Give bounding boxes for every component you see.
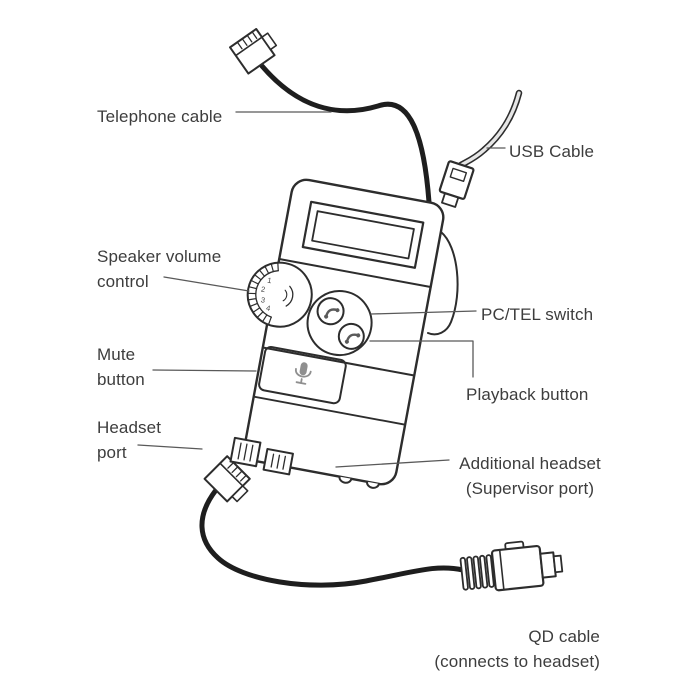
pc-tel-switch-control <box>306 290 373 357</box>
leader-headset-port <box>137 444 203 450</box>
dial-marking: 4 <box>265 303 271 313</box>
label-telephone-cable: Telephone cable <box>97 107 223 126</box>
leader-speaker-volume <box>163 276 250 292</box>
label-usb-cable: USB Cable <box>509 142 594 161</box>
label-playback-button: Playback button <box>466 385 589 404</box>
label-line: control <box>97 272 149 291</box>
label-line: port <box>97 443 127 462</box>
device-foot <box>338 475 353 484</box>
label-line: (connects to headset) <box>434 652 600 671</box>
leader-additional-headset <box>335 459 450 468</box>
device-body-group: 1 2 3 4 <box>229 178 445 489</box>
telephone-cable-plug <box>229 23 282 75</box>
label-line: Additional headset <box>459 454 601 473</box>
qd-connector <box>459 540 564 592</box>
label-line: button <box>97 370 145 389</box>
device-foot <box>366 480 380 489</box>
leader-pc-tel-switch <box>370 310 477 315</box>
label-mute-button: Mute button <box>97 342 145 392</box>
side-clip <box>427 231 459 336</box>
handset-icon <box>324 308 340 319</box>
label-headset-port: Headset port <box>97 415 161 465</box>
label-speaker-volume-control: Speaker volume control <box>97 244 221 294</box>
leader-playback-button <box>369 340 474 378</box>
label-additional-headset: Additional headset (Supervisor port) <box>446 451 614 501</box>
label-pc-tel-switch: PC/TEL switch <box>481 305 594 324</box>
label-line: Headset <box>97 418 162 437</box>
lcd-display-inner <box>311 210 415 260</box>
dial-marking: 1 <box>267 276 273 286</box>
headset-port-jacks <box>229 436 294 476</box>
dial-marking: 2 <box>260 284 266 294</box>
label-qd-cable: QD cable (connects to headset) <box>434 624 600 674</box>
volume-dial-wheel <box>246 261 313 328</box>
leader-lines <box>137 111 506 468</box>
panel-lower-edge <box>252 395 407 426</box>
volume-dial-ridges <box>247 262 279 326</box>
lcd-display-outer <box>301 200 425 269</box>
usb-plug <box>438 160 475 208</box>
usb-cable-line-core <box>459 91 521 167</box>
control-panel-bottom-edge <box>261 346 416 377</box>
label-line: Mute <box>97 345 136 364</box>
leader-mute-button <box>152 369 257 372</box>
supervisor-port-jack-pins <box>270 453 286 470</box>
label-line: QD cable <box>528 627 600 646</box>
qd-cable-line <box>199 487 466 588</box>
headset-port-jack-pins <box>237 442 254 462</box>
qd-connector-cap <box>552 554 564 574</box>
dial-marking: 3 <box>260 295 266 305</box>
volume-dial-hub-arc <box>285 285 294 307</box>
telephone-cable-line <box>259 63 432 205</box>
control-panel-top-edge <box>278 257 432 289</box>
mute-button-control <box>258 346 347 405</box>
volume-dial-inner-arc <box>255 270 279 318</box>
label-line: (Supervisor port) <box>465 479 595 498</box>
volume-dial: 1 2 3 4 <box>246 261 313 328</box>
volume-dial-hub-arc-small <box>282 289 288 302</box>
handset-icon <box>344 333 361 344</box>
label-line: Speaker volume <box>97 247 222 266</box>
microphone-icon <box>295 362 312 385</box>
